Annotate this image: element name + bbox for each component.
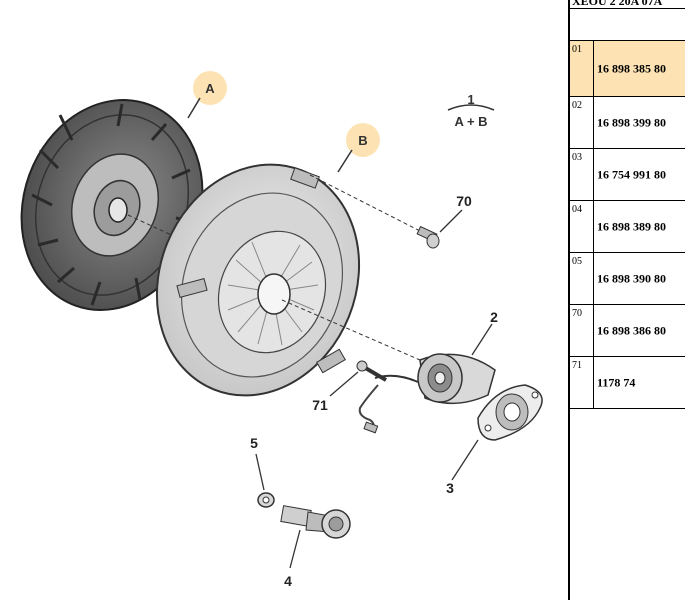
release-bearing xyxy=(358,353,496,434)
group-number: 1 xyxy=(467,92,474,107)
parts-list-panel: XEOU 2 20A 07A 01 16 898 385 80 02 16 89… xyxy=(568,0,685,600)
bolt-71 xyxy=(356,360,388,382)
parts-row[interactable]: 04 16 898 389 80 xyxy=(570,200,685,252)
parts-row-reference[interactable]: 16 898 389 80 xyxy=(597,219,666,233)
parts-row-reference[interactable]: 16 898 390 80 xyxy=(597,271,666,285)
parts-row-reference[interactable]: 16 898 386 80 xyxy=(597,323,666,337)
parts-row-index: 70 xyxy=(570,305,594,356)
seal-plate xyxy=(477,384,543,441)
parts-row-reference[interactable]: 1178 74 xyxy=(597,375,636,389)
parts-row[interactable]: 71 1178 74 xyxy=(570,356,685,408)
callout-5: 5 xyxy=(250,435,265,491)
diagram-canvas: 1 A + B A B 70 2 71 xyxy=(20,71,543,589)
parts-list-header: XEOU 2 20A 07A xyxy=(570,0,685,9)
parts-list-end-rule xyxy=(570,408,685,409)
parts-row[interactable]: 03 16 754 991 80 xyxy=(570,148,685,200)
parts-row-index: 05 xyxy=(570,253,594,304)
hydraulic-connector xyxy=(280,505,351,539)
parts-row-index: 71 xyxy=(570,357,594,408)
clip-5 xyxy=(257,492,275,508)
callout-2-label: 2 xyxy=(490,309,498,325)
callout-3: 3 xyxy=(446,439,479,496)
parts-row-index: 01 xyxy=(570,41,594,96)
parts-row-reference[interactable]: 16 898 385 80 xyxy=(597,61,666,75)
bubble-b: B xyxy=(337,123,380,173)
bolt-70 xyxy=(416,225,440,249)
callout-4: 4 xyxy=(284,529,301,589)
bubble-b-label: B xyxy=(358,133,367,148)
callout-71-label: 71 xyxy=(312,397,328,413)
parts-row-reference[interactable]: 16 754 991 80 xyxy=(597,167,666,181)
pressure-plate xyxy=(155,163,429,397)
callout-71: 71 xyxy=(312,371,359,413)
callout-3-label: 3 xyxy=(446,480,454,496)
group-formula: A + B xyxy=(454,114,487,129)
parts-row[interactable]: 70 16 898 386 80 xyxy=(570,304,685,356)
parts-row-index: 04 xyxy=(570,201,594,252)
callout-4-label: 4 xyxy=(284,573,292,589)
parts-row[interactable]: 02 16 898 399 80 xyxy=(570,96,685,148)
assembly-group-marker: 1 A + B xyxy=(447,92,495,129)
parts-row-index: 02 xyxy=(570,97,594,148)
callout-2: 2 xyxy=(471,309,498,356)
parts-row[interactable]: 01 16 898 385 80 xyxy=(570,40,685,96)
parts-row-reference[interactable]: 16 898 399 80 xyxy=(597,115,666,129)
parts-row-index: 03 xyxy=(570,149,594,200)
callout-70-label: 70 xyxy=(456,193,472,209)
bubble-a-label: A xyxy=(205,81,215,96)
parts-row[interactable]: 05 16 898 390 80 xyxy=(570,252,685,304)
callout-70: 70 xyxy=(439,193,472,233)
exploded-parts-diagram: 1 A + B A B 70 2 71 xyxy=(20,71,543,589)
callout-5-label: 5 xyxy=(250,435,258,451)
bubble-a: A xyxy=(187,71,227,119)
